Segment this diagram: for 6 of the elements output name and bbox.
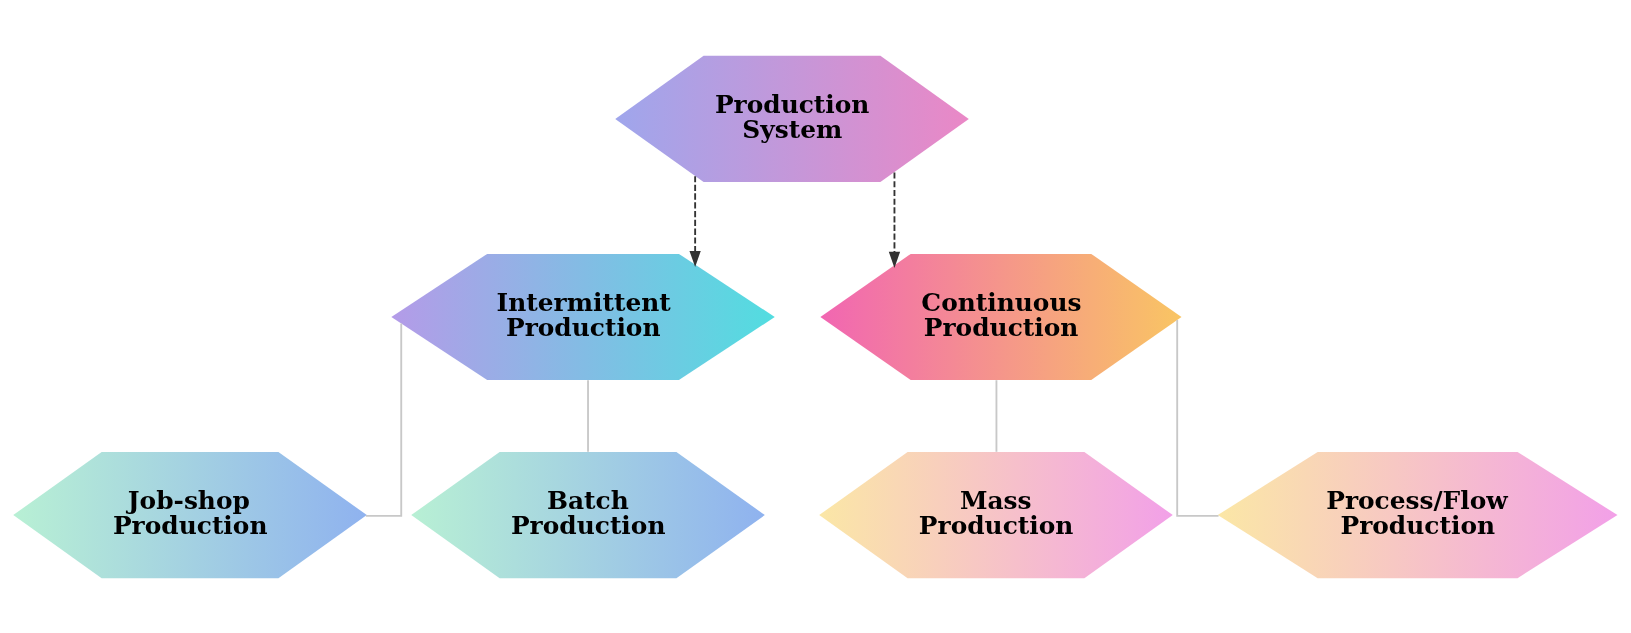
connector [995,378,998,453]
arrow [888,171,901,268]
connector [1176,318,1220,517]
connector [364,322,403,517]
arrow [689,174,701,267]
connector [587,378,589,453]
